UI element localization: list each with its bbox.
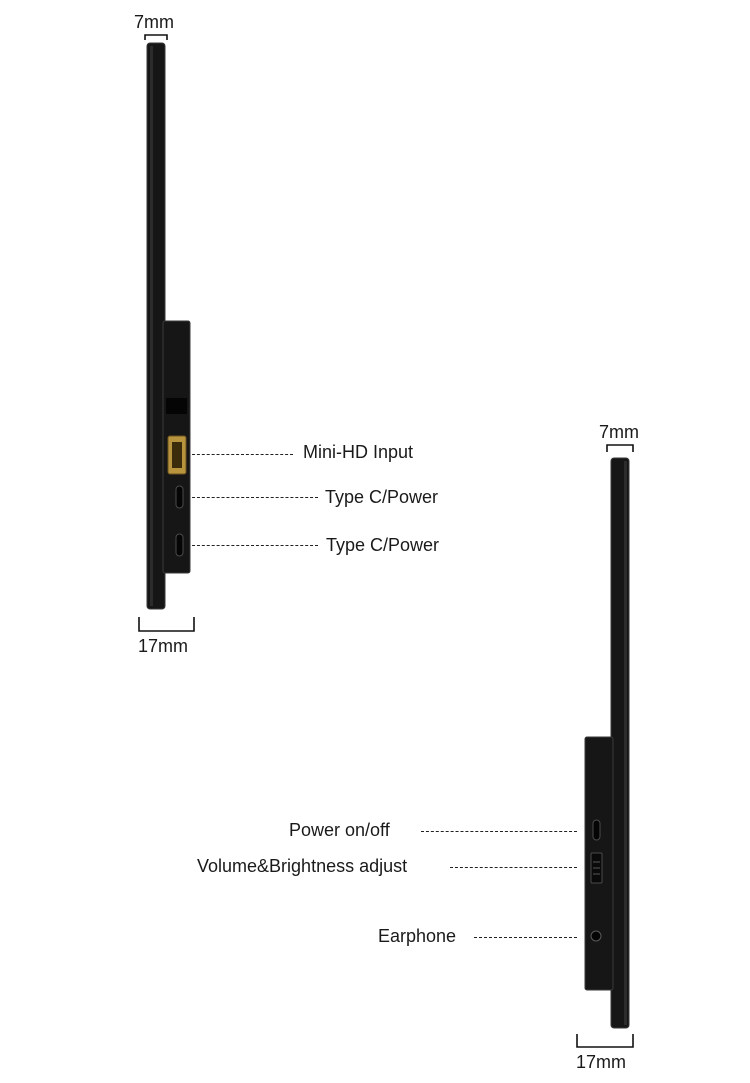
type-c-port-label-1: Type C/Power [325, 487, 439, 507]
type-c-port-label-2: Type C/Power [326, 535, 440, 555]
hdmi-port-icon [167, 435, 187, 475]
hdmi-port-label: Mini-HD Input [303, 442, 414, 462]
volume-leader-line [450, 867, 577, 868]
right-side-view [576, 444, 634, 1048]
right-top-thickness-label: 7mm [599, 422, 639, 442]
left-top-dimension-bracket [144, 34, 168, 40]
headphone-jack-icon [590, 930, 602, 942]
hdmi-leader-line [192, 454, 293, 455]
left-bottom-thickness-label: 17mm [138, 636, 189, 656]
right-bottom-thickness-label: 17mm [576, 1052, 627, 1072]
type-c-leader-line-1 [192, 497, 318, 498]
power-leader-line [421, 831, 577, 832]
earphone-label: Earphone [378, 926, 457, 946]
earphone-leader-line [474, 937, 577, 938]
rocker-switch-icon [590, 852, 603, 884]
type-c-leader-line-2 [192, 545, 318, 546]
left-panel-body [146, 42, 166, 610]
left-side-view [138, 34, 195, 632]
volume-brightness-label: Volume&Brightness adjust [197, 856, 408, 876]
usb-c-port-icon [175, 533, 184, 557]
left-top-thickness-label: 7mm [134, 12, 174, 32]
usb-c-port-icon [175, 485, 184, 509]
right-bottom-dimension-bracket [576, 1034, 634, 1048]
power-button-icon [592, 819, 601, 841]
left-bottom-dimension-bracket [138, 617, 195, 632]
right-top-dimension-bracket [606, 444, 634, 452]
power-button-label: Power on/off [289, 820, 390, 840]
